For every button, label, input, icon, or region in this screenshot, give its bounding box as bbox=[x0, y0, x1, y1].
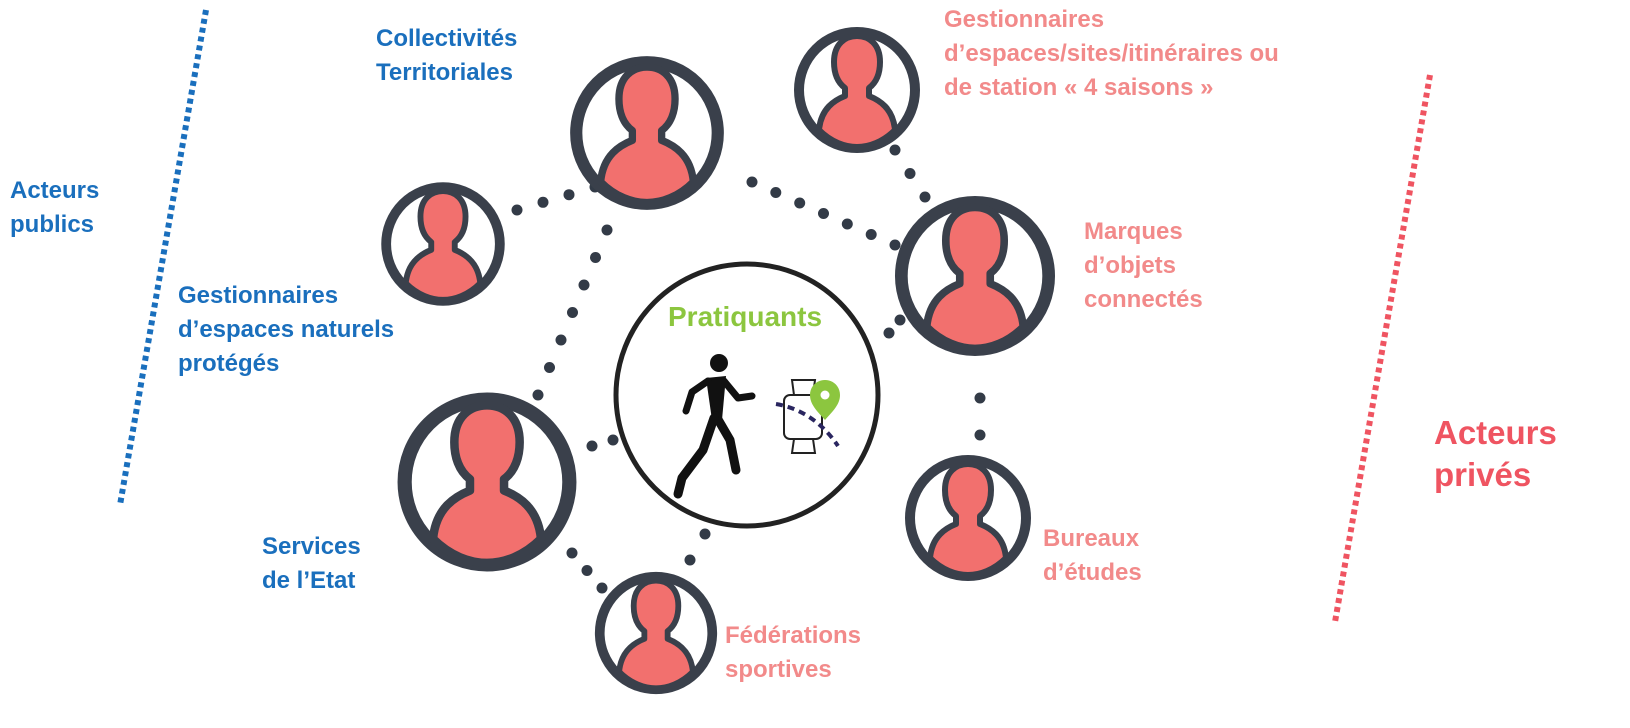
connector-center-federations-dot bbox=[684, 554, 696, 566]
gestionnaires-sites-avatar-icon bbox=[799, 32, 915, 148]
collectivites-line-2: Territoriales bbox=[376, 59, 513, 86]
gestionnaires-naturels-line-3: protégés bbox=[178, 350, 280, 377]
connector-services-center-dot bbox=[607, 434, 619, 446]
route-line bbox=[775, 402, 840, 448]
private-divider bbox=[1332, 74, 1433, 623]
private-actors-group-label: Acteurs privés bbox=[1434, 412, 1557, 496]
connector-marques-bureaux-dot bbox=[974, 392, 986, 404]
connector-collectivites-services-dot bbox=[578, 279, 590, 291]
bureaux-line-2: d’études bbox=[1043, 559, 1142, 586]
connector-gestsites-marques-dot bbox=[904, 168, 916, 179]
connector-center-marques-dot bbox=[894, 314, 906, 326]
federations-avatar-icon bbox=[600, 577, 713, 690]
bureaux-label: Bureaux d’études bbox=[1043, 522, 1142, 590]
connector-center-marques-dot bbox=[883, 327, 895, 339]
connectors bbox=[511, 144, 986, 594]
public-label-line-1: Acteurs bbox=[10, 177, 100, 204]
connector-marques-bureaux-dot bbox=[974, 429, 986, 441]
connector-collectivites-marques-dot bbox=[865, 229, 877, 240]
connector-collectivites-marques-dot bbox=[889, 239, 901, 251]
marques-avatar-icon bbox=[901, 202, 1048, 349]
public-label-line-2: publics bbox=[10, 211, 95, 238]
marques-line-1: Marques bbox=[1084, 218, 1183, 245]
connector-naturels-collectivites-dot bbox=[563, 189, 575, 201]
marques-line-3: connectés bbox=[1084, 286, 1203, 313]
gestionnaires-sites-label: Gestionnaires d’espaces/sites/itinéraire… bbox=[944, 3, 1279, 105]
pratiquants-title: Pratiquants bbox=[668, 301, 823, 332]
gestionnaires-naturels-avatar-icon bbox=[386, 187, 500, 301]
connector-collectivites-marques-dot bbox=[818, 208, 829, 219]
bureaux-avatar-icon bbox=[910, 460, 1026, 576]
connector-collectivites-marques-dot bbox=[794, 197, 806, 209]
marques-line-2: d’objets bbox=[1084, 252, 1177, 279]
collectivites-label: Collectivités Territoriales bbox=[376, 22, 517, 90]
connector-collectivites-services-dot bbox=[532, 389, 544, 401]
federations-line-2: sportives bbox=[725, 656, 832, 683]
federations-label: Fédérations sportives bbox=[725, 619, 861, 687]
gestionnaires-naturels-line-2: d’espaces naturels bbox=[178, 316, 395, 343]
connector-gestsites-marques-dot bbox=[889, 144, 901, 156]
gestionnaires-sites-line-2: d’espaces/sites/itinéraires ou bbox=[944, 40, 1279, 67]
connector-collectivites-services-dot bbox=[544, 362, 555, 373]
runner-icon bbox=[673, 354, 756, 499]
connector-collectivites-services-dot bbox=[567, 307, 578, 318]
connector-services-federations-dot bbox=[596, 582, 608, 594]
connector-collectivites-services-dot bbox=[590, 252, 601, 263]
connector-services-federations-dot bbox=[566, 547, 578, 559]
federations-line-1: Fédérations bbox=[725, 622, 862, 649]
connector-collectivites-services-dot bbox=[555, 334, 567, 346]
connector-collectivites-marques-dot bbox=[770, 187, 782, 198]
connector-gestsites-marques-dot bbox=[919, 191, 931, 203]
collectivites-line-1: Collectivités bbox=[376, 25, 518, 52]
connector-collectivites-marques-dot bbox=[746, 176, 758, 188]
collectivites-avatar-icon bbox=[576, 62, 718, 204]
connector-collectivites-services-dot bbox=[601, 224, 613, 236]
connector-collectivites-marques-dot bbox=[841, 218, 853, 230]
private-label-line-1: Acteurs bbox=[1434, 414, 1557, 451]
gestionnaires-sites-line-1: Gestionnaires bbox=[944, 6, 1105, 33]
public-divider bbox=[117, 9, 209, 506]
public-actors-group-label: Acteurs publics bbox=[10, 174, 99, 242]
connector-services-federations-dot bbox=[581, 565, 593, 576]
gestionnaires-sites-line-3: de station « 4 saisons » bbox=[944, 74, 1214, 101]
services-etat-line-2: de l’Etat bbox=[262, 567, 356, 594]
connector-center-federations-dot bbox=[699, 528, 711, 540]
services-etat-avatar-icon bbox=[405, 400, 570, 565]
connector-naturels-collectivites-dot bbox=[537, 196, 549, 208]
location-pin-icon bbox=[810, 380, 840, 420]
connector-services-center-dot bbox=[586, 440, 598, 452]
marques-label: Marques d’objets connectés bbox=[1084, 215, 1203, 317]
bureaux-line-1: Bureaux bbox=[1043, 525, 1140, 552]
connector-naturels-collectivites-dot bbox=[511, 204, 523, 216]
services-etat-line-1: Services bbox=[262, 533, 361, 560]
gestionnaires-naturels-line-1: Gestionnaires bbox=[178, 282, 339, 309]
private-label-line-2: privés bbox=[1434, 456, 1532, 493]
services-etat-label: Services de l’Etat bbox=[262, 530, 361, 598]
gestionnaires-naturels-label: Gestionnaires d’espaces naturels protégé… bbox=[178, 279, 394, 381]
